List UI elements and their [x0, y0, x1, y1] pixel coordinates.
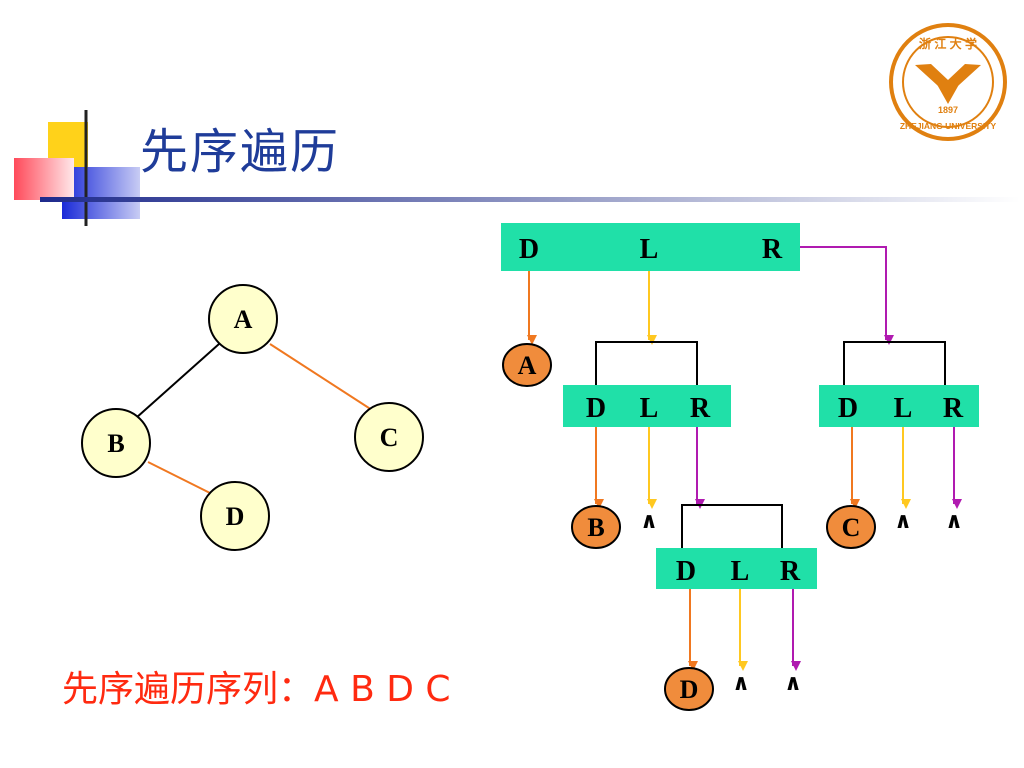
visited-a-label: A: [518, 351, 537, 380]
tree-edge-b-d: [147, 461, 213, 495]
visited-d-label: D: [680, 675, 699, 704]
lr-d-label: D: [676, 556, 696, 587]
tree-edge-a-b: [135, 343, 220, 419]
dlr-box-lr: D L R: [656, 548, 817, 589]
tree-node-c: C: [354, 402, 424, 472]
tree-node-c-label: C: [380, 423, 399, 452]
dlr-box-left: D L R: [563, 385, 731, 427]
visited-b-label: B: [587, 513, 604, 542]
visited-node-c: C: [826, 505, 876, 549]
tree-node-b: B: [81, 408, 151, 478]
bracket-lr-subtree: [681, 504, 783, 548]
null-right-l: ∧: [894, 508, 912, 533]
visited-node-a: A: [502, 343, 552, 387]
seal-top-text: 浙 江 大 学: [919, 36, 977, 51]
left-l-label: L: [640, 393, 659, 424]
right-r-label: R: [943, 393, 964, 424]
bracket-left-subtree: [595, 341, 698, 385]
seal-bottom-text: ZHEJIANG UNIVERSITY: [900, 121, 997, 131]
arrow-root-r: [800, 246, 894, 345]
visited-c-label: C: [842, 513, 861, 542]
tree-edge-a-c: [269, 343, 373, 411]
right-d-label: D: [838, 393, 858, 424]
visited-node-d: D: [664, 667, 714, 711]
tree-node-b-label: B: [107, 429, 124, 458]
null-lr-l: ∧: [732, 670, 750, 695]
tree-node-d-label: D: [226, 502, 245, 531]
bracket-right-subtree: [843, 341, 946, 385]
right-l-label: L: [894, 393, 913, 424]
tree-node-d: D: [200, 481, 270, 551]
root-d-label: D: [519, 234, 539, 265]
dlr-box-root: D L R: [501, 223, 800, 271]
lr-r-label: R: [780, 556, 801, 587]
left-d-label: D: [586, 393, 606, 424]
null-lr-r: ∧: [784, 670, 802, 695]
root-l-label: L: [640, 234, 659, 265]
dlr-box-right: D L R: [819, 385, 979, 427]
preorder-sequence-text: 先序遍历序列：A B D C: [62, 669, 451, 710]
null-right-r: ∧: [945, 508, 963, 533]
root-r-label: R: [762, 234, 783, 265]
seal-year: 1897: [938, 105, 958, 115]
tree-node-a-label: A: [234, 305, 253, 334]
tree-node-a: A: [208, 284, 278, 354]
lr-l-label: L: [731, 556, 750, 587]
visited-node-b: B: [571, 505, 621, 549]
left-r-label: R: [690, 393, 711, 424]
page-title: 先序遍历: [140, 124, 341, 180]
null-left-l: ∧: [640, 508, 658, 533]
